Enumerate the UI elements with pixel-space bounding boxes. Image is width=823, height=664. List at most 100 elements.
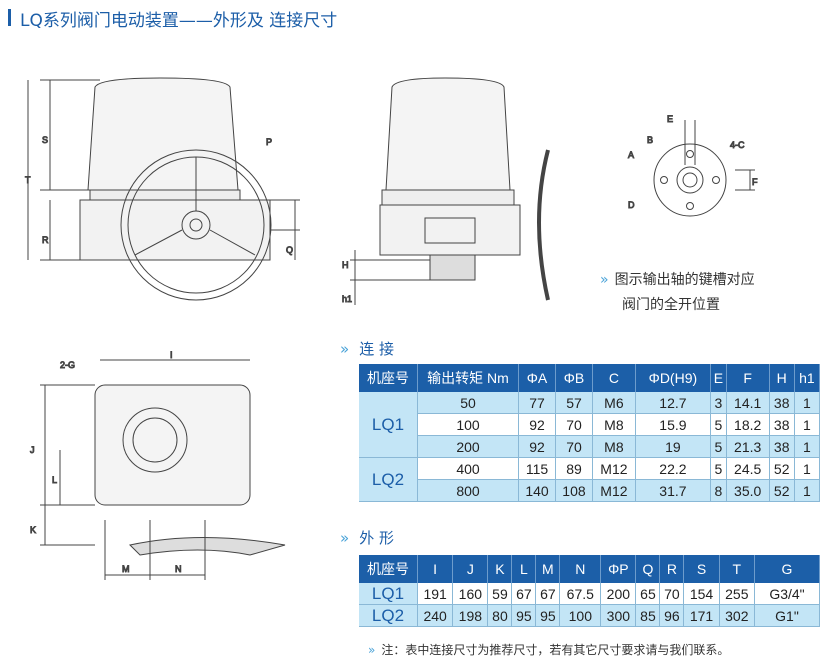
table-cell: 67.5: [559, 583, 602, 605]
table-cell: ΦD(H9): [635, 364, 712, 392]
table-cell: ΦA: [518, 364, 556, 392]
label-M: M: [122, 564, 130, 574]
table-cell: 70: [555, 435, 593, 458]
table-cell: 5: [710, 413, 727, 436]
outline-heading: »外 形: [340, 529, 394, 547]
page-title: LQ系列阀门电动装置——外形及 连接尺寸: [20, 11, 338, 31]
table-cell: M: [535, 555, 561, 583]
label-F: F: [752, 177, 758, 187]
table-cell: K: [487, 555, 513, 583]
table-cell: ΦB: [555, 364, 593, 392]
table-cell: 22.2: [635, 457, 712, 480]
label-E: E: [667, 114, 673, 124]
table-cell: 52: [769, 479, 795, 502]
label-D: D: [628, 200, 635, 210]
table-cell: M6: [592, 392, 636, 414]
label-H: H: [342, 260, 349, 270]
table-cell: 31.7: [635, 479, 712, 502]
table-cell: h1: [794, 364, 821, 392]
label-I: I: [170, 350, 173, 360]
table-cell: 160: [452, 583, 489, 605]
table-cell: 19: [635, 435, 712, 458]
table-cell: LQ2: [359, 457, 418, 502]
table-cell: 115: [518, 457, 556, 480]
table-cell: 70: [555, 413, 593, 436]
table-cell: 24.5: [726, 457, 770, 480]
label-B: B: [647, 135, 653, 145]
table-cell: 5: [710, 435, 727, 458]
table-cell: LQ1: [359, 392, 418, 458]
table-cell: I: [417, 555, 454, 583]
table-cell: 机座号: [359, 364, 418, 392]
side-view-drawing: H h1: [342, 77, 550, 305]
table-cell: 85: [635, 604, 661, 627]
label-S: S: [42, 135, 48, 145]
table-cell: 机座号: [359, 555, 418, 583]
table-cell: 1: [794, 435, 821, 458]
label-J: J: [30, 445, 35, 455]
table-cell: 18.2: [726, 413, 770, 436]
table-cell: 95: [511, 604, 537, 627]
table-cell: M8: [592, 413, 636, 436]
table-cell: M8: [592, 435, 636, 458]
table-cell: 400: [417, 457, 519, 480]
table-cell: 140: [518, 479, 556, 502]
table-cell: 15.9: [635, 413, 712, 436]
table-cell: 5: [710, 457, 727, 480]
table-cell: 154: [683, 583, 720, 605]
table-cell: 70: [659, 583, 685, 605]
table-cell: 67: [511, 583, 537, 605]
table-cell: 50: [417, 392, 519, 414]
table-cell: 1: [794, 479, 821, 502]
table-cell: 3: [710, 392, 727, 414]
label-h1: h1: [342, 294, 352, 304]
table-cell: 77: [518, 392, 556, 414]
table-cell: T: [719, 555, 756, 583]
footnote: »注：表中连接尺寸为推荐尺寸，若有其它尺寸要求请与我们联系。: [368, 643, 730, 657]
table-cell: 191: [417, 583, 454, 605]
flange-drawing: E B A D 4-C F: [628, 114, 759, 217]
label-R: R: [42, 235, 49, 245]
table-cell: 38: [769, 392, 795, 414]
table-cell: 198: [452, 604, 489, 627]
front-view-drawing: S T R P Q: [25, 77, 300, 301]
table-cell: ΦP: [600, 555, 637, 583]
table-cell: 100: [559, 604, 602, 627]
table-cell: 67: [535, 583, 561, 605]
table-cell: LQ2: [359, 604, 418, 627]
table-cell: 800: [417, 479, 519, 502]
table-cell: 89: [555, 457, 593, 480]
table-cell: G3/4": [754, 583, 820, 605]
table-cell: J: [452, 555, 489, 583]
label-L: L: [52, 475, 57, 485]
table-cell: 108: [555, 479, 593, 502]
table-cell: 80: [487, 604, 513, 627]
table-cell: 255: [719, 583, 756, 605]
table-cell: M12: [592, 457, 636, 480]
table-cell: 200: [600, 583, 637, 605]
table-cell: 57: [555, 392, 593, 414]
caption-line-1: 图示输出轴的键槽对应: [614, 272, 755, 288]
table-cell: 1: [794, 392, 821, 414]
table-cell: LQ1: [359, 583, 418, 605]
table-cell: C: [592, 364, 636, 392]
table-cell: 65: [635, 583, 661, 605]
bottom-view-drawing: I 2-G J L K M N: [30, 350, 286, 580]
table-cell: G: [754, 555, 820, 583]
table-cell: 12.7: [635, 392, 712, 414]
table-cell: 8: [710, 479, 727, 502]
table-cell: 300: [600, 604, 637, 627]
label-N: N: [175, 564, 182, 574]
caption-line-2: 阀门的全开位置: [622, 297, 720, 313]
label-K: K: [30, 525, 36, 535]
title-bar: [8, 9, 11, 26]
table-cell: G1": [754, 604, 820, 627]
